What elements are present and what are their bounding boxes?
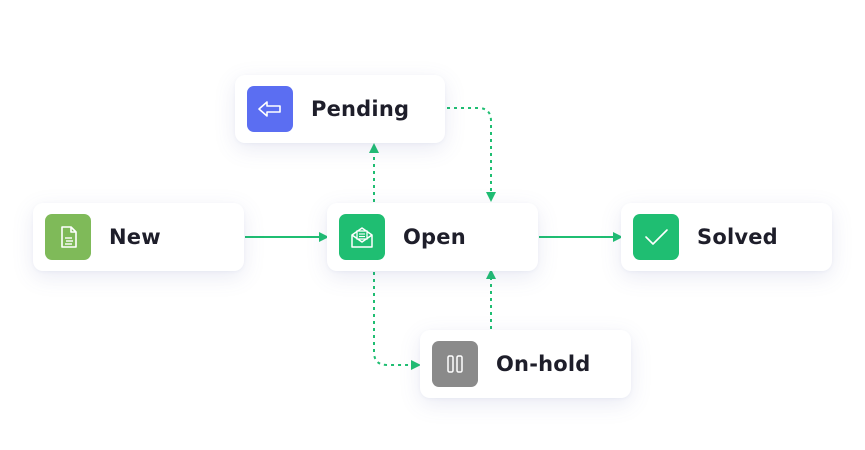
checkmark-icon	[633, 214, 679, 260]
connector-pending-to-open	[447, 107, 496, 202]
status-label-new: New	[109, 225, 161, 249]
status-node-open[interactable]: Open	[327, 203, 538, 271]
status-node-new[interactable]: New	[33, 203, 244, 271]
document-icon	[45, 214, 91, 260]
arrow-left-icon	[247, 86, 293, 132]
status-label-pending: Pending	[311, 97, 410, 121]
status-label-open: Open	[403, 225, 466, 249]
status-node-pending[interactable]: Pending	[235, 75, 445, 143]
connector-open-to-onhold	[373, 272, 421, 370]
pause-icon	[432, 341, 478, 387]
status-node-solved[interactable]: Solved	[621, 203, 832, 271]
status-label-onhold: On-hold	[496, 352, 591, 376]
status-node-onhold[interactable]: On-hold	[420, 330, 631, 398]
envelope-open-icon	[339, 214, 385, 260]
status-label-solved: Solved	[697, 225, 778, 249]
